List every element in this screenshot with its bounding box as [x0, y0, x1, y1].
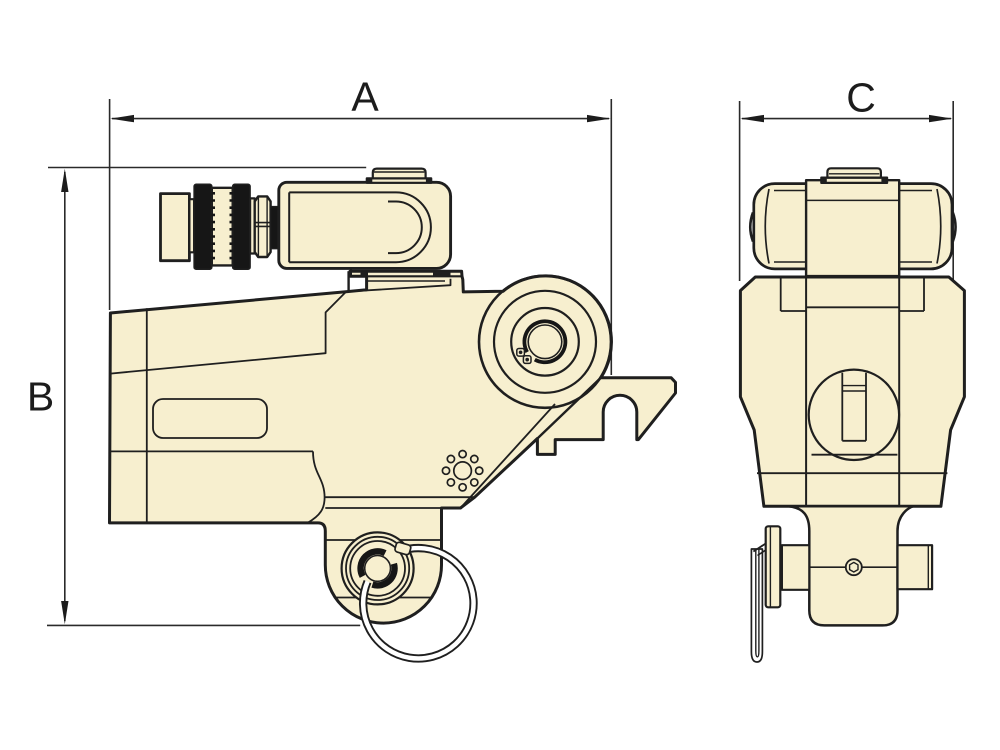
svg-text:B: B — [27, 374, 54, 420]
svg-text:A: A — [351, 74, 379, 120]
svg-text:C: C — [846, 75, 876, 121]
